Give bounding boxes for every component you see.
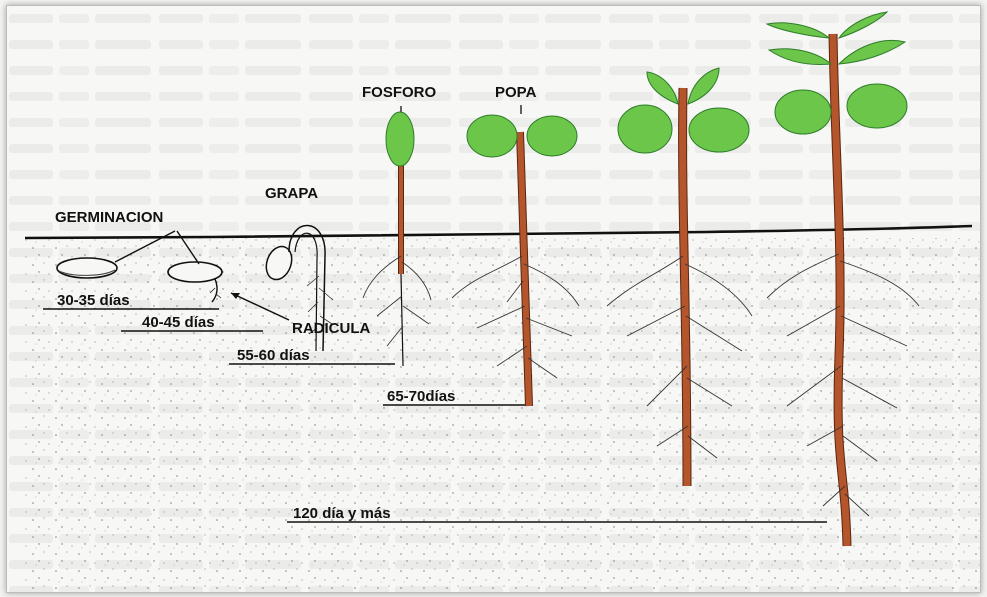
stage-label-30-35: 30-35 días [57, 292, 130, 309]
stage-label-65-70: 65-70días [387, 388, 455, 405]
diagram-frame: GERMINACION GRAPA FOSFORO POPA RADICULA … [6, 5, 981, 593]
germinating-seed-1 [57, 258, 117, 278]
label-radicula: RADICULA [292, 320, 370, 337]
stage-label-55-60: 55-60 días [237, 347, 310, 364]
stage-label-120: 120 día y más [293, 505, 391, 522]
label-fosforo: FOSFORO [362, 84, 436, 101]
label-germinacion: GERMINACION [55, 209, 163, 226]
stage-label-40-45: 40-45 días [142, 314, 215, 331]
label-grapa: GRAPA [265, 185, 318, 202]
seedling-growth-diagram: GERMINACION GRAPA FOSFORO POPA RADICULA … [7, 6, 980, 592]
label-popa: POPA [495, 84, 537, 101]
